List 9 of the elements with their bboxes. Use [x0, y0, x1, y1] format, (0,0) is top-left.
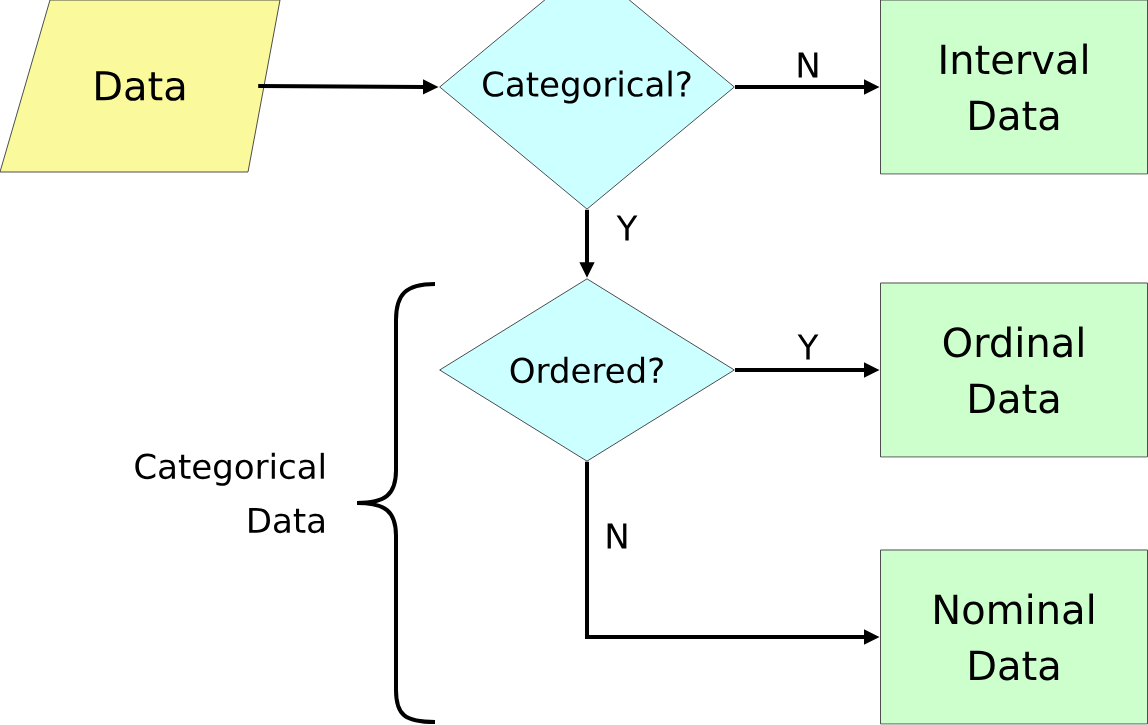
- data-parallelogram: Data: [0, 0, 281, 173]
- edge-label: N: [607, 523, 627, 549]
- result-box: Nominal Data: [880, 549, 1148, 725]
- edge-label: Y: [616, 215, 638, 241]
- result-box: Interval Data: [880, 0, 1148, 175]
- result-box: Ordinal Data: [880, 282, 1148, 458]
- brace-label: Categorical Data: [135, 452, 324, 534]
- edge-label: Y: [797, 334, 819, 360]
- edge-label: N: [798, 52, 818, 78]
